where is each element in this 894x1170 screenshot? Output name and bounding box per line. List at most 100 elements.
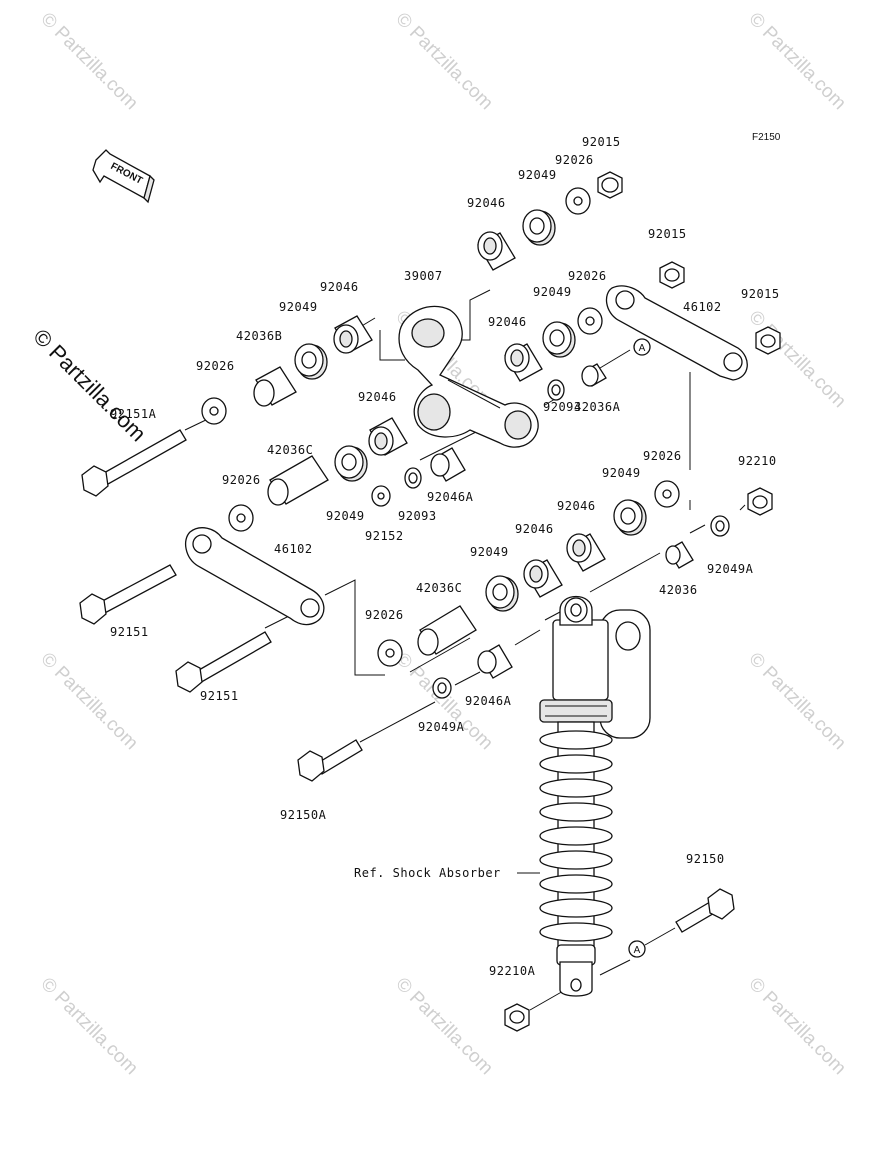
seal-92049-r <box>613 499 647 536</box>
part-label[interactable]: 92049 <box>518 168 557 182</box>
bearing-92046-r <box>566 533 606 572</box>
seal-92049-mid <box>542 321 576 358</box>
washer-92026-left <box>201 397 227 425</box>
watermark-tile: © Partzilla.com <box>391 9 496 114</box>
shock-absorber <box>539 596 651 997</box>
collar-42036A <box>581 363 607 387</box>
side-watermark: © Partzilla.com <box>28 324 151 447</box>
bearing-92046-b <box>368 417 408 456</box>
collar-42036B <box>253 366 297 407</box>
part-label[interactable]: 92049A <box>418 720 465 734</box>
seal-92049-top <box>522 209 556 246</box>
washer-92026-mid <box>577 307 603 335</box>
part-label[interactable]: 92151A <box>110 407 157 421</box>
marker-a-top: A <box>633 338 651 356</box>
part-label[interactable]: 42036B <box>236 329 282 343</box>
part-label[interactable]: 92210A <box>489 964 536 978</box>
part-label[interactable]: 92026 <box>555 153 594 167</box>
part-label[interactable]: 92046 <box>488 315 527 329</box>
part-label[interactable]: 92150A <box>280 808 327 822</box>
watermark-tile: © Partzilla.com <box>36 974 141 1079</box>
part-label[interactable]: 46102 <box>274 542 313 556</box>
washer-92026-r <box>654 480 680 508</box>
part-label[interactable]: 42036A <box>574 400 621 414</box>
part-label[interactable]: 42036 <box>659 583 698 597</box>
seal-92049-low <box>485 575 519 612</box>
part-label[interactable]: 92026 <box>643 449 682 463</box>
watermark-tile: © Partzilla.com <box>744 307 849 412</box>
seal-92049A-r <box>710 515 730 537</box>
washer-92026-low <box>377 639 403 667</box>
seal-92049A-low <box>432 677 452 699</box>
part-label[interactable]: 92046A <box>427 490 474 504</box>
bearing-92046-top <box>477 231 516 271</box>
watermark-tile: © Partzilla.com <box>744 649 849 754</box>
part-label[interactable]: 92150 <box>686 852 725 866</box>
ring-92093-b <box>404 467 422 489</box>
part-labels: 92015 92026 92049 92046 92015 92015 4610… <box>110 135 780 978</box>
part-label[interactable]: 46102 <box>683 300 722 314</box>
part-label[interactable]: 92093 <box>543 400 582 414</box>
link-plate-46102-low <box>184 527 325 626</box>
part-label[interactable]: 92026 <box>222 473 261 487</box>
watermark-tile: © Partzilla.com <box>744 974 849 1079</box>
part-label[interactable]: 92046A <box>465 694 512 708</box>
figure-code: F2150 <box>752 132 781 143</box>
coil-spring <box>539 730 613 942</box>
bolt-92151-b <box>175 631 272 693</box>
washer-92152 <box>371 485 391 507</box>
nut-92015-mid <box>659 261 685 289</box>
part-label[interactable]: 92049 <box>533 285 572 299</box>
part-label[interactable]: 92210 <box>738 454 777 468</box>
part-label[interactable]: 92046 <box>320 280 359 294</box>
part-label[interactable]: 92046 <box>358 390 397 404</box>
watermark-tile: © Partzilla.com <box>744 9 849 114</box>
collar-42036 <box>665 541 694 569</box>
part-label[interactable]: 92049 <box>470 545 509 559</box>
marker-a-label: A <box>634 945 641 956</box>
watermark-tile: © Partzilla.com <box>391 974 496 1079</box>
part-label[interactable]: 42036C <box>267 443 313 457</box>
part-label[interactable]: 92049 <box>326 509 365 523</box>
part-label[interactable]: 39007 <box>404 269 443 283</box>
bearing-92046A-top <box>430 447 466 482</box>
part-label[interactable]: 92026 <box>365 608 404 622</box>
part-label[interactable]: 42036C <box>416 581 462 595</box>
bearing-92046-upleft <box>333 315 373 354</box>
collar-42036C-top <box>267 455 329 506</box>
watermark-tile: © Partzilla.com <box>36 649 141 754</box>
part-label[interactable]: 92015 <box>582 135 621 149</box>
watermark-tile: © Partzilla.com <box>36 9 141 114</box>
bearing-92046-mid <box>504 343 543 382</box>
part-label[interactable]: 92026 <box>568 269 607 283</box>
part-label[interactable]: 92151 <box>200 689 239 703</box>
seal-92049-upleft <box>294 343 328 380</box>
part-label[interactable]: 92049A <box>707 562 754 576</box>
nut-92015-top <box>597 171 623 199</box>
nut-92210 <box>747 487 773 516</box>
nut-92015-right <box>755 326 781 355</box>
part-label[interactable]: 92026 <box>196 359 235 373</box>
part-label[interactable]: 92015 <box>648 227 687 241</box>
bolt-92150 <box>675 888 735 933</box>
part-label[interactable]: 92049 <box>602 466 641 480</box>
bearing-92046-r2 <box>523 559 563 598</box>
part-label[interactable]: 92093 <box>398 509 437 523</box>
washer-92026-top <box>565 187 591 215</box>
part-label[interactable]: 92015 <box>741 287 780 301</box>
part-label[interactable]: 92046 <box>467 196 506 210</box>
ring-92093-a <box>547 379 565 401</box>
rocker-arm-39007 <box>398 305 539 448</box>
part-label[interactable]: 92046 <box>557 499 596 513</box>
part-label[interactable]: 92151 <box>110 625 149 639</box>
part-label[interactable]: 92152 <box>365 529 404 543</box>
part-label[interactable]: 92046 <box>515 522 554 536</box>
collar-42036C-low <box>417 605 477 656</box>
marker-a-bottom: A <box>628 940 646 958</box>
front-arrow-icon: FRONT <box>92 149 155 204</box>
bearing-92046A-low <box>477 644 513 679</box>
part-label[interactable]: 92049 <box>279 300 318 314</box>
ref-shock-absorber-note: Ref. Shock Absorber <box>354 866 501 880</box>
bolt-92150A <box>297 739 363 782</box>
